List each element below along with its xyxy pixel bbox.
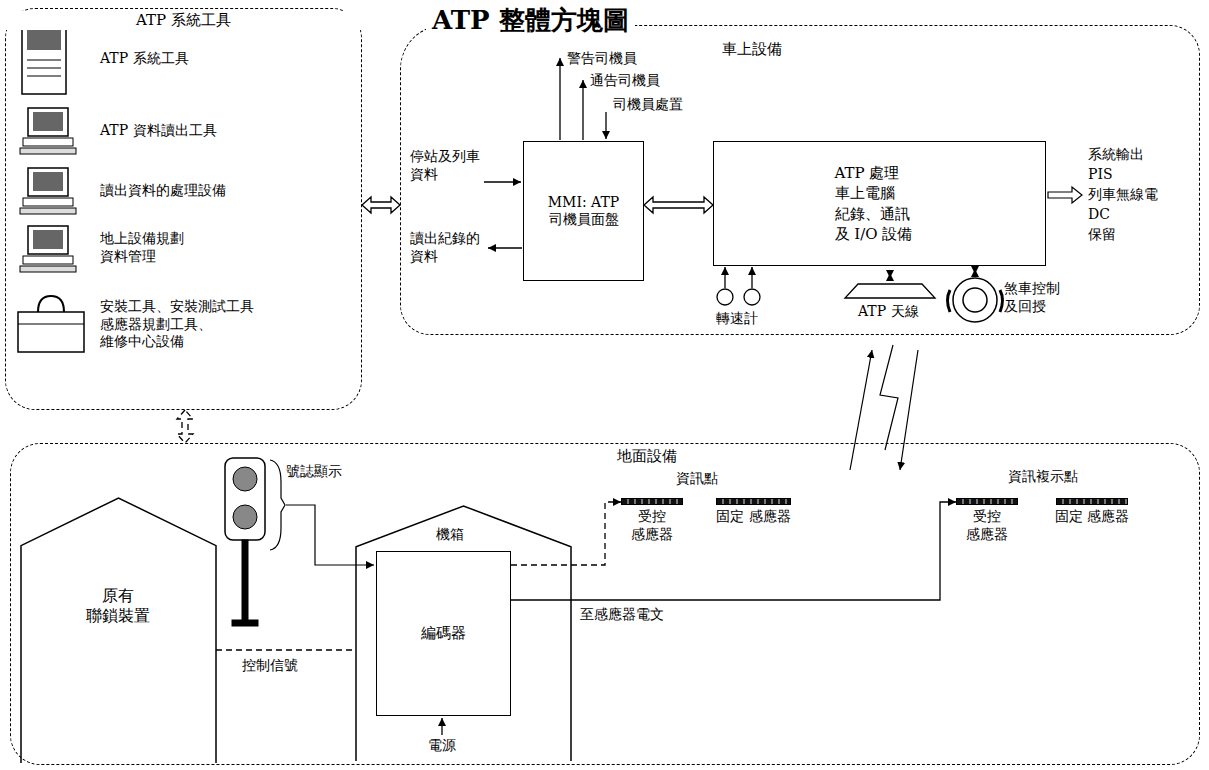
annotation-label: 列車無線電 [1088, 186, 1158, 204]
tower-computer-icon [22, 22, 66, 94]
computer-icon [20, 168, 76, 214]
wayside-region: 地面設備原有 聯鎖裝置機箱編碼器受控 感應器固定 感應器受控 感應器固定 感應器 [10, 443, 1200, 765]
house-line [21, 498, 216, 763]
mmi-box: MMI: ATP 司機員面盤 [523, 141, 644, 281]
node-label: MMI: ATP 司機員面盤 [531, 194, 636, 229]
annotation-label: 通告司機員 [590, 72, 660, 90]
connector-label: 至感應器電文 [578, 606, 666, 624]
fixed-sensor: 固定 感應器 [716, 498, 791, 546]
node-label: 原有 聯鎖裝置 [78, 586, 158, 626]
region-heading: 車上設備 [719, 40, 785, 59]
diagram-title: ATP 整體方塊圖 [426, 4, 635, 37]
annotation-label: 號誌顯示 [286, 463, 342, 481]
system-output-arrow [1048, 187, 1082, 203]
annotation-label: 地上設備規劃 資料管理 [100, 230, 198, 265]
computer-icon [20, 226, 76, 272]
connector-label: 控制信號 [240, 657, 300, 675]
annotation-label: 電源 [428, 737, 456, 755]
region-heading: 地面設備 [614, 447, 680, 466]
connector-line [511, 502, 621, 565]
signal-symbol [225, 458, 374, 626]
radio-link [850, 345, 918, 470]
double-arrow-connector [177, 410, 193, 443]
wheel-symbol [948, 269, 1003, 322]
connector-line [216, 649, 356, 650]
tachometer-symbol [717, 267, 760, 305]
interlocking-house: 原有 聯鎖裝置 [21, 498, 216, 763]
controlled-sensor: 受控 感應器 [621, 498, 683, 546]
sensor-bar [716, 498, 791, 505]
node-label: 固定 感應器 [710, 508, 797, 526]
onboard-region: 車上設備 MMI: ATP 司機員面盤 ATP 處理 車上電腦 紀錄、通訊 及 I/… [400, 25, 1200, 335]
annotation-label: 資訊複示點 [1008, 468, 1078, 486]
annotation-label: 保留 [1088, 226, 1116, 244]
toolbox-icon [18, 296, 84, 352]
annotation-label: ATP 系統工具 [100, 50, 189, 68]
power-arrow [441, 718, 442, 735]
annotation-label: DC [1088, 206, 1110, 224]
controlled-sensor: 受控 感應器 [956, 498, 1018, 546]
node-label: 固定 感應器 [1050, 508, 1134, 526]
house-outline [21, 498, 216, 763]
annotation-label: ATP 資料讀出工具 [100, 122, 217, 140]
region-heading: ATP 系統工具 [6, 11, 361, 30]
cabinet-house: 機箱編碼器 [356, 506, 571, 761]
node-label: 受控 感應器 [950, 508, 1024, 543]
double-arrow-connector [644, 197, 713, 213]
sensor-bar [621, 498, 683, 505]
connector-line [511, 502, 956, 600]
annotation-label: 安裝工具、安裝測試工具 感應器規劃工具、 維修中心設備 [100, 298, 262, 351]
computer-icon [20, 108, 76, 154]
atp-processor-box: ATP 處理 車上電腦 紀錄、通訊 及 I/O 設備 [713, 141, 1046, 266]
annotation-label: PIS [1088, 166, 1113, 184]
node-label: ATP 處理 車上電腦 紀錄、通訊 及 I/O 設備 [835, 163, 925, 244]
annotation-label: 讀出紀錄的 資料 [410, 230, 487, 265]
annotation-label: 煞車控制 及回授 [1004, 280, 1074, 315]
node-label: 受控 感應器 [615, 508, 689, 543]
node-label: 編碼器 [421, 624, 466, 643]
annotation-label: ATP 天線 [858, 303, 919, 321]
fixed-sensor: 固定 感應器 [1056, 498, 1128, 546]
node-label: 機箱 [436, 526, 464, 544]
annotation-label: 司機員處置 [613, 96, 683, 114]
house-line [356, 506, 571, 761]
annotation-label: 系統輸出 [1088, 146, 1144, 164]
annotation-label: 讀出資料的處理設備 [100, 182, 226, 200]
annotation-label: 資訊點 [676, 470, 718, 488]
annotation-label: 停站及列車 資料 [410, 148, 487, 183]
tools-region: ATP 系統工具 [5, 8, 362, 410]
double-arrow-connector [362, 197, 400, 213]
sensor-bar [956, 498, 1018, 505]
annotation-label: 警告司機員 [567, 50, 637, 68]
antenna-symbol [845, 273, 935, 298]
annotation-label: 轉速計 [716, 310, 758, 328]
encoder-box: 編碼器 [376, 551, 511, 716]
sensor-bar [1056, 498, 1128, 505]
